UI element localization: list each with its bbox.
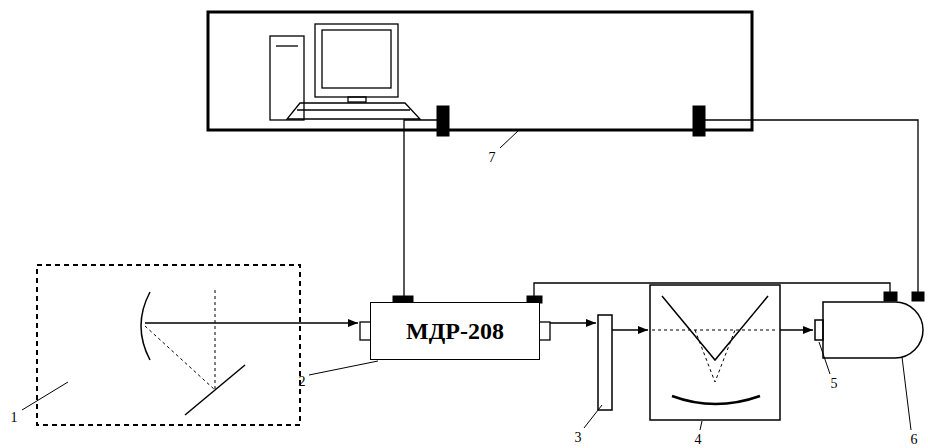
beam: [612, 329, 648, 330]
port: [912, 292, 924, 301]
computer-frame: [208, 12, 752, 130]
flat-mirror: [185, 365, 245, 415]
wire: [404, 120, 437, 297]
callout-number: 1: [11, 411, 18, 425]
callout-number: 6: [911, 433, 918, 447]
beam: [145, 326, 215, 390]
wire: [705, 120, 918, 292]
slit: [539, 322, 550, 340]
filter: [598, 315, 612, 410]
leader-line: [22, 131, 911, 430]
beam: [652, 330, 778, 331]
callout-number: 5: [831, 377, 838, 391]
detector: [823, 302, 923, 358]
monochromator-box: МДР-208: [370, 302, 540, 360]
device-name: МДР-208: [406, 319, 504, 343]
beam: [215, 290, 216, 390]
beam: [550, 322, 596, 323]
curved-mirror: [672, 396, 760, 404]
light-source-housing: [37, 265, 300, 425]
callout-number: 2: [299, 375, 306, 389]
callout-number: 3: [575, 431, 582, 445]
sample-chamber: [650, 285, 780, 420]
port: [693, 106, 705, 136]
callout-number: 4: [695, 433, 702, 447]
mirrors: [662, 296, 768, 360]
computer-icon: [270, 24, 420, 120]
beam: [145, 322, 358, 323]
beam: [695, 330, 735, 382]
callout-number: 7: [489, 151, 496, 165]
port: [884, 292, 897, 301]
detector-window: [815, 320, 823, 340]
port: [437, 106, 449, 136]
beam: [780, 329, 813, 330]
